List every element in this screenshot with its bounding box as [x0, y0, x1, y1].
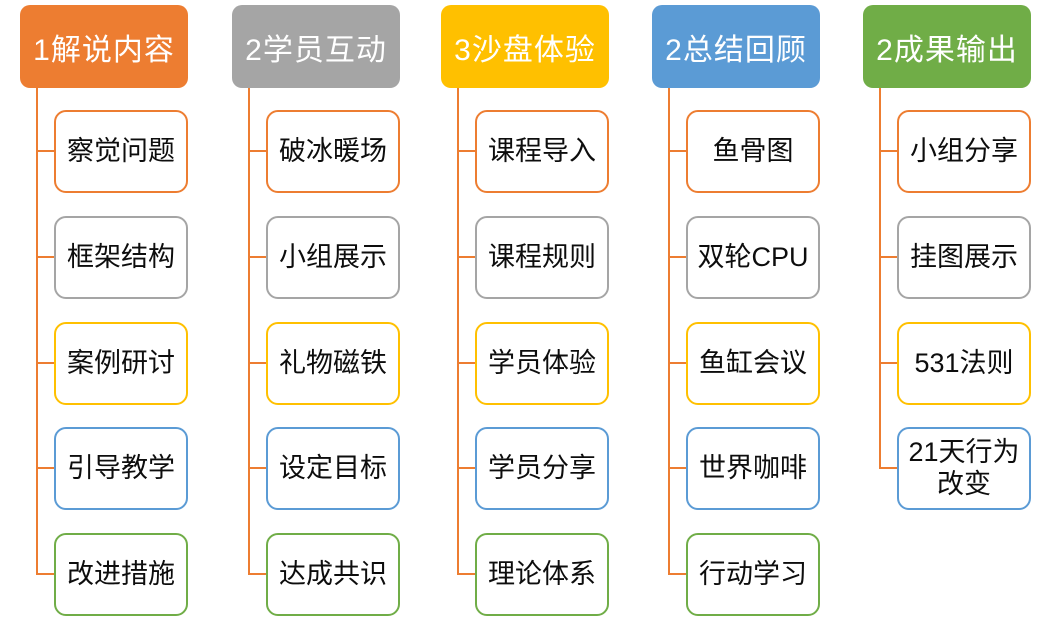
child-node: 案例研讨 — [54, 322, 188, 405]
child-node: 改进措施 — [54, 533, 188, 616]
connector-vertical-line — [879, 88, 881, 469]
child-node: 学员体验 — [475, 322, 609, 405]
connector-branch-line — [37, 150, 55, 152]
child-node: 达成共识 — [266, 533, 400, 616]
child-node: 双轮CPU — [686, 216, 820, 299]
diagram-column-2: 2学员互动 破冰暖场 小组展示 礼物磁铁 设定目标 达成共识 — [232, 0, 400, 629]
child-node: 世界咖啡 — [686, 427, 820, 510]
child-node: 小组展示 — [266, 216, 400, 299]
child-node: 小组分享 — [897, 110, 1031, 193]
diagram-column-3: 3沙盘体验 课程导入 课程规则 学员体验 学员分享 理论体系 — [441, 0, 609, 629]
connector-branch-line — [458, 467, 476, 469]
connector-branch-line — [37, 573, 55, 575]
child-node: 学员分享 — [475, 427, 609, 510]
child-node: 引导教学 — [54, 427, 188, 510]
connector-vertical-line — [248, 88, 250, 575]
connector-vertical-line — [457, 88, 459, 575]
diagram-column-1: 1解说内容 察觉问题 框架结构 案例研讨 引导教学 改进措施 — [20, 0, 188, 629]
connector-branch-line — [249, 362, 267, 364]
connector-branch-line — [37, 362, 55, 364]
child-node: 21天行为改变 — [897, 427, 1031, 510]
child-node: 鱼骨图 — [686, 110, 820, 193]
connector-branch-line — [669, 467, 687, 469]
child-node: 鱼缸会议 — [686, 322, 820, 405]
connector-branch-line — [669, 256, 687, 258]
child-node: 框架结构 — [54, 216, 188, 299]
child-node: 课程导入 — [475, 110, 609, 193]
column-header-node: 2学员互动 — [232, 5, 400, 88]
connector-branch-line — [37, 256, 55, 258]
connector-branch-line — [458, 362, 476, 364]
column-header-node: 1解说内容 — [20, 5, 188, 88]
connector-branch-line — [249, 150, 267, 152]
column-header-node: 2成果输出 — [863, 5, 1031, 88]
connector-branch-line — [249, 573, 267, 575]
connector-branch-line — [669, 150, 687, 152]
child-node: 破冰暖场 — [266, 110, 400, 193]
connector-branch-line — [458, 150, 476, 152]
column-header-node: 3沙盘体验 — [441, 5, 609, 88]
child-node: 设定目标 — [266, 427, 400, 510]
child-node: 挂图展示 — [897, 216, 1031, 299]
child-node: 察觉问题 — [54, 110, 188, 193]
child-node: 理论体系 — [475, 533, 609, 616]
diagram-column-4: 2总结回顾 鱼骨图 双轮CPU 鱼缸会议 世界咖啡 行动学习 — [652, 0, 820, 629]
connector-vertical-line — [36, 88, 38, 575]
connector-branch-line — [458, 256, 476, 258]
diagram-column-5: 2成果输出 小组分享 挂图展示 531法则 21天行为改变 — [863, 0, 1031, 629]
connector-branch-line — [249, 256, 267, 258]
connector-branch-line — [249, 467, 267, 469]
child-node: 行动学习 — [686, 533, 820, 616]
child-node: 课程规则 — [475, 216, 609, 299]
connector-branch-line — [880, 467, 898, 469]
child-node: 礼物磁铁 — [266, 322, 400, 405]
connector-branch-line — [880, 362, 898, 364]
connector-branch-line — [37, 467, 55, 469]
connector-branch-line — [880, 150, 898, 152]
connector-branch-line — [458, 573, 476, 575]
connector-branch-line — [669, 573, 687, 575]
connector-branch-line — [669, 362, 687, 364]
connector-branch-line — [880, 256, 898, 258]
child-node: 531法则 — [897, 322, 1031, 405]
connector-vertical-line — [668, 88, 670, 575]
column-header-node: 2总结回顾 — [652, 5, 820, 88]
